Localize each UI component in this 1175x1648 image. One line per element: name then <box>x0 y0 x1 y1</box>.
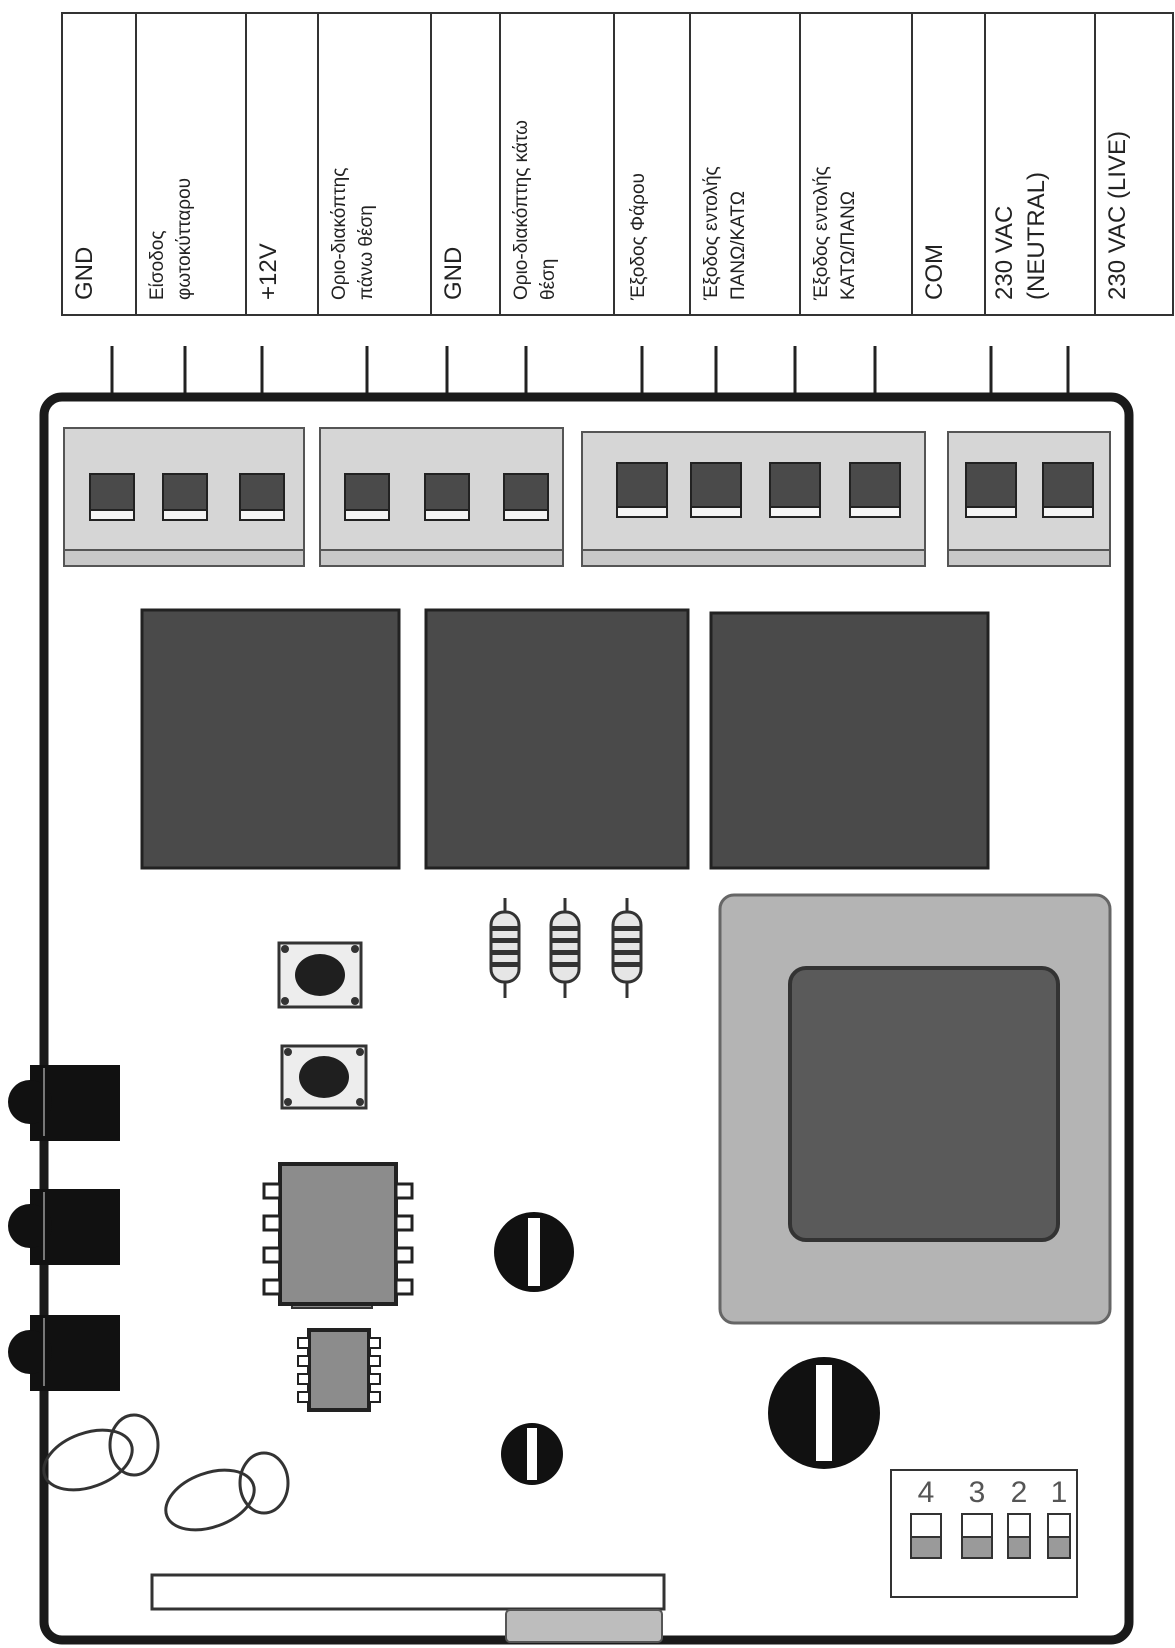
capacitor-1 <box>494 1212 574 1292</box>
terminal-label-line1: GND <box>71 247 98 300</box>
resistor <box>489 898 521 998</box>
terminal-label-line1: 230 VAC <box>991 206 1018 300</box>
screw-terminal <box>769 462 821 518</box>
terminal-label-3: +12V <box>255 243 282 300</box>
terminal-label-line2: θέση <box>538 259 559 300</box>
ic-chip-small <box>297 1328 381 1412</box>
screw-terminal <box>344 473 390 521</box>
terminal-label-2: Είσοδος φωτοκύτταρου <box>147 178 195 300</box>
dip-toggle-1 <box>1047 1513 1071 1559</box>
terminal-label-line1: COM <box>921 244 948 300</box>
resistor <box>549 898 581 998</box>
terminal-label-line1: Οριο-διακόπτης <box>329 168 350 300</box>
terminal-label-line1: 230 VAC (LIVE) <box>1104 131 1131 300</box>
dip-toggle-4 <box>910 1513 942 1559</box>
capacitor-3 <box>768 1357 880 1469</box>
dip-label-3: 3 <box>969 1476 986 1509</box>
terminal-label-line1: Οριο-διακόπτης κάτω <box>511 120 532 300</box>
terminal-label-line2: ΚΑΤΩ/ΠΑΝΩ <box>838 191 859 300</box>
terminal-label-6: Οριο-διακόπτης κάτω θέση <box>511 120 559 300</box>
screw-terminal <box>424 473 470 521</box>
terminal-label-8: Έξοδος εντολής ΠΑΝΩ/ΚΑΤΩ <box>701 166 749 301</box>
terminal-label-line1: GND <box>440 247 467 300</box>
terminal-label-1: GND <box>71 247 98 300</box>
screw-terminal <box>162 473 208 521</box>
push-button-1 <box>277 941 363 1009</box>
dip-label-4: 4 <box>918 1476 935 1509</box>
ic-chip-large <box>262 1162 414 1309</box>
audio-jack <box>8 1065 120 1141</box>
terminal-label-line1: Έξοδος εντολής <box>701 166 722 301</box>
edge-connector-slot <box>150 1573 666 1643</box>
terminal-label-table: GND Είσοδος φωτοκύτταρου +12V Οριο-διακόπτης… <box>61 12 1174 316</box>
terminal-label-line1: Έξοδος εντολής <box>811 166 832 301</box>
terminal-label-line2: (NEUTRAL) <box>1023 172 1050 300</box>
relay-1 <box>140 608 401 870</box>
dip-label-1: 1 <box>1051 1476 1068 1509</box>
screw-terminal <box>503 473 549 521</box>
terminal-label-line1: +12V <box>255 243 282 300</box>
terminal-label-line1: Έξοδος Φάρου <box>628 173 649 301</box>
screw-terminal <box>1042 462 1094 518</box>
relay-2 <box>424 608 690 870</box>
terminal-label-5: GND <box>440 247 467 300</box>
wire-loop-2 <box>164 1451 290 1532</box>
screw-terminal <box>616 462 668 518</box>
capacitor-2 <box>501 1423 563 1485</box>
dip-label-2: 2 <box>1011 1476 1028 1509</box>
screw-terminal <box>690 462 742 518</box>
terminal-label-line2: φωτοκύτταρου <box>174 178 195 300</box>
resistor <box>611 898 643 998</box>
terminal-label-line1: Είσοδος <box>147 231 168 301</box>
terminal-label-10: COM <box>921 244 948 300</box>
terminal-label-11: 230 VAC(NEUTRAL) <box>991 172 1050 300</box>
dip-toggle-3 <box>961 1513 993 1559</box>
transformer <box>718 893 1112 1325</box>
screw-terminal <box>849 462 901 518</box>
dip-toggle-2 <box>1007 1513 1031 1559</box>
terminal-label-line2: πάνω θέση <box>356 205 377 300</box>
terminal-label-line2: ΠΑΝΩ/ΚΑΤΩ <box>728 191 749 300</box>
terminal-label-9: Έξοδος εντολής ΚΑΤΩ/ΠΑΝΩ <box>811 166 859 301</box>
relay-3 <box>709 611 990 870</box>
push-button-2 <box>280 1044 368 1110</box>
terminal-label-12: 230 VAC (LIVE) <box>1104 131 1131 300</box>
audio-jack <box>8 1189 120 1265</box>
terminal-label-4: Οριο-διακόπτης πάνω θέση <box>329 168 377 300</box>
terminal-label-7: Έξοδος Φάρου <box>628 173 649 301</box>
screw-terminal <box>89 473 135 521</box>
audio-jack <box>8 1315 120 1391</box>
screw-terminal <box>965 462 1017 518</box>
screw-terminal <box>239 473 285 521</box>
wire-loop-1 <box>42 1413 160 1492</box>
